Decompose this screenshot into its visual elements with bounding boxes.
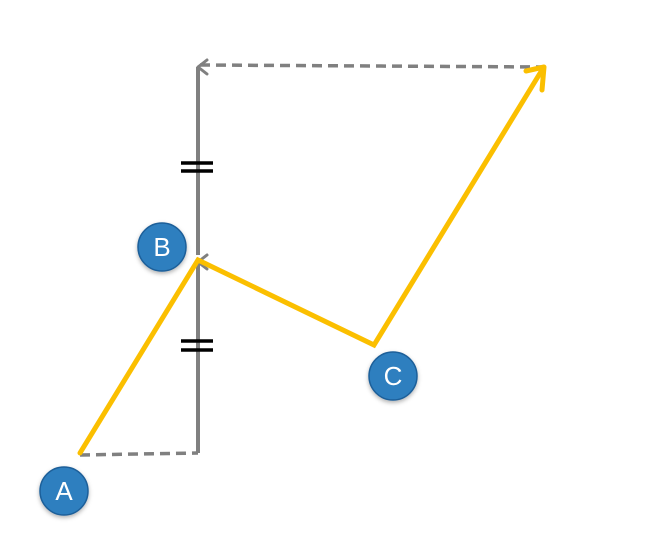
node-b: B xyxy=(137,222,187,272)
node-a-circle xyxy=(39,466,89,516)
node-a-label: A xyxy=(55,476,73,506)
yellow-path xyxy=(77,67,545,456)
node-b-circle xyxy=(137,222,187,272)
node-c-label: C xyxy=(384,361,403,391)
node-c: C xyxy=(368,351,418,401)
node-c-circle xyxy=(368,351,418,401)
node-b-label: B xyxy=(153,232,170,262)
node-a: A xyxy=(39,466,89,516)
dashed-line-top xyxy=(199,63,546,69)
dashed-line-bottom xyxy=(79,451,199,457)
equal-tick-upper xyxy=(181,161,213,173)
equal-tick-lower xyxy=(181,339,213,352)
yellow-arrowhead xyxy=(523,64,547,93)
